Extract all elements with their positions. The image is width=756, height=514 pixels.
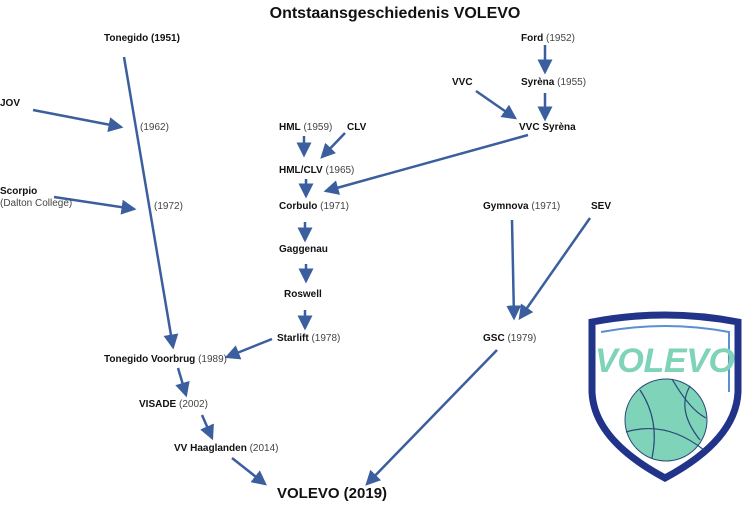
node-visade: VISADE (2002) (139, 399, 208, 411)
arrow-gymnova-gsc (506, 219, 522, 321)
node-1972: (1972) (154, 201, 183, 213)
node-label: Scorpio (0, 186, 38, 197)
node-year: (1952) (546, 33, 575, 44)
node-label: Gaggenau (279, 244, 328, 255)
node-sub: (Dalton College) (0, 198, 73, 209)
node-year: (1971) (531, 201, 561, 212)
node-label: SEV (591, 201, 612, 212)
node-year: (1979) (507, 333, 537, 344)
node-vv-haaglanden: VV Haaglanden (2014) (174, 443, 279, 455)
node-label: HML/CLV (279, 165, 323, 176)
node-year: (1971) (320, 201, 350, 212)
arrow-vvc-vvcsyrena (475, 89, 518, 120)
logo-text: VOLEVO (595, 342, 735, 380)
arrow-tonegido-voorbrug (122, 56, 179, 350)
arrow-starlift-voorbrug (224, 337, 273, 360)
arrow-scorpio (53, 195, 137, 215)
arrow-sev-gsc (518, 217, 592, 321)
node-vvc-syrena: VVC Syrèna (519, 122, 576, 134)
node-label: Gymnova (483, 201, 529, 212)
node-vvc: VVC (452, 77, 473, 89)
node-jov: JOV (0, 98, 20, 110)
node-roswell: Roswell (284, 289, 322, 301)
node-scorpio: Scorpio(Dalton College) (0, 186, 72, 210)
node-tonegido-voorbrug: Tonegido Voorbrug (1989) (104, 354, 227, 366)
node-label: Tonegido (1951) (104, 33, 180, 44)
node-year: (1965) (325, 165, 355, 176)
node-year: (1978) (311, 333, 341, 344)
node-syrena: Syrèna (1955) (521, 77, 586, 89)
arrow-jov (32, 108, 124, 132)
node-year: (1962) (140, 122, 169, 133)
node-label: Syrèna (521, 77, 555, 88)
node-year: (2002) (179, 399, 208, 410)
node-tonegido: Tonegido (1951) (104, 33, 180, 45)
node-1962: (1962) (140, 122, 169, 134)
node-label: CLV (347, 122, 367, 133)
arrow-voorbrug-visade (175, 367, 190, 398)
arrow-clv (320, 132, 346, 159)
node-label: HML (279, 122, 301, 133)
node-clv: CLV (347, 122, 366, 134)
node-starlift: Starlift (1978) (277, 333, 340, 345)
node-label: JOV (0, 98, 21, 109)
node-hml: HML (1959) (279, 122, 332, 134)
node-label: VISADE (139, 399, 177, 410)
node-ford: Ford (1952) (521, 33, 575, 45)
node-label: GSC (483, 333, 505, 344)
node-label: Starlift (277, 333, 309, 344)
node-gsc: GSC (1979) (483, 333, 536, 345)
node-label: Ford (521, 33, 544, 44)
node-hml-clv: HML/CLV (1965) (279, 165, 354, 177)
node-year: (1959) (303, 122, 333, 133)
node-year: (2014) (249, 443, 279, 454)
node-label: VVC Syrèna (519, 122, 576, 133)
node-volevo: VOLEVO (2019) (277, 485, 388, 502)
node-gymnova: Gymnova (1971) (483, 201, 560, 213)
node-year: (1972) (154, 201, 183, 212)
node-gaggenau: Gaggenau (279, 244, 328, 256)
node-label: Tonegido Voorbrug (104, 354, 196, 365)
node-label: Corbulo (279, 201, 318, 212)
node-label: Roswell (284, 289, 322, 300)
arrow-gsc-volevo (365, 349, 498, 486)
node-year: (1989) (198, 354, 227, 365)
node-corbulo: Corbulo (1971) (279, 201, 349, 213)
diagram-title: Ontstaansgeschiedenis VOLEVO (269, 5, 521, 22)
arrow-vvcsyrena-corbulo (323, 133, 529, 195)
node-year: (1955) (557, 77, 587, 88)
node-sev: SEV (591, 201, 611, 213)
node-label: VVC (452, 77, 473, 88)
arrow-haaglanden-volevo (231, 457, 267, 486)
arrow-visade-haaglanden (200, 414, 214, 441)
node-label: VV Haaglanden (174, 443, 247, 454)
